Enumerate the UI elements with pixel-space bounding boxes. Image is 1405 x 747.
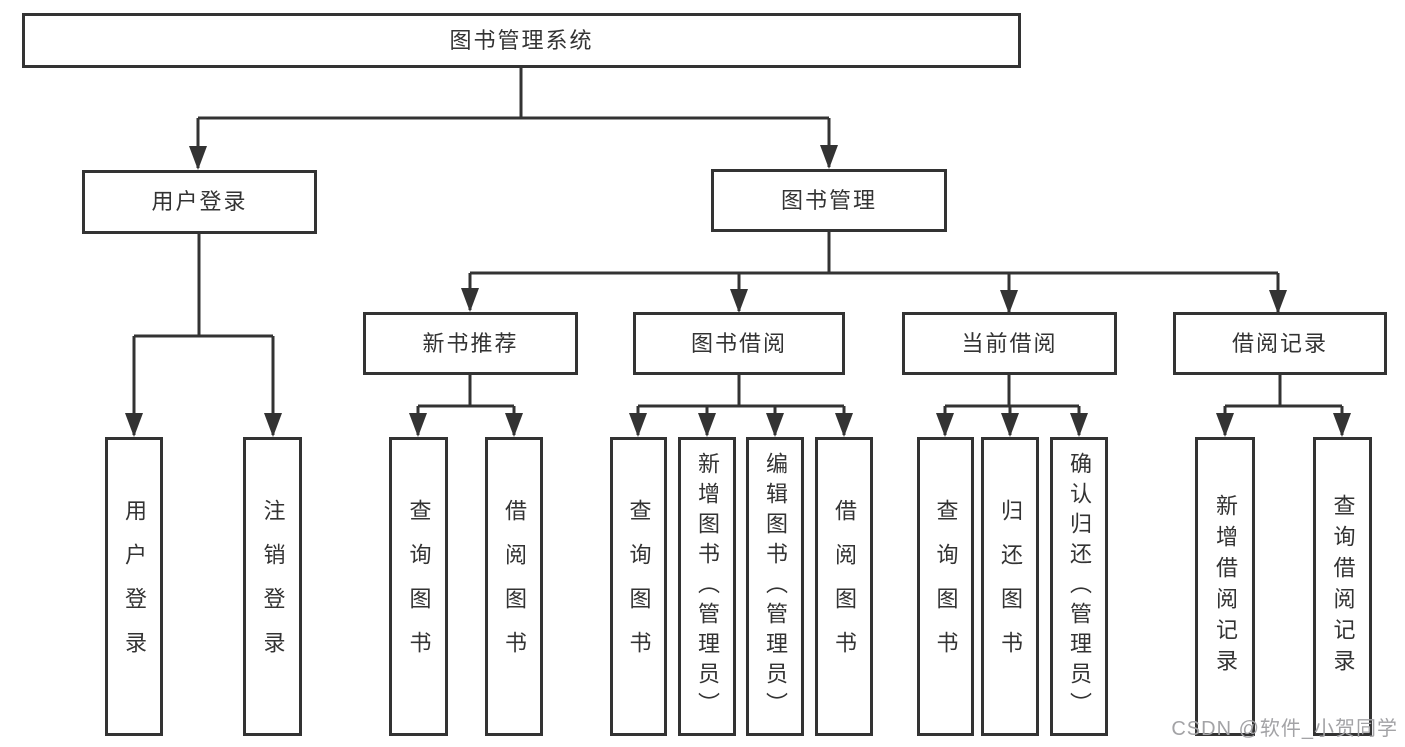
leaf-return-books: 归还图书 [981, 437, 1039, 736]
connector-current-borrow-rail [945, 375, 1079, 408]
leaf-label: 借阅图书 [832, 498, 857, 675]
leaf-label: 查询借阅记录 [1330, 493, 1356, 680]
leaf-add-borrow-record: 新增借阅记录 [1195, 437, 1255, 736]
leaf-borrow-books-borrowing: 借阅图书 [815, 437, 873, 736]
connector-new-book-rail [418, 375, 514, 408]
leaf-logout: 注销登录 [243, 437, 302, 736]
leaf-query-books-current: 查询图书 [917, 437, 974, 736]
leaf-label: 新增借阅记录 [1213, 493, 1238, 680]
leaf-label: 查询图书 [406, 498, 432, 675]
leaf-label: 确认归还（管理员） [1067, 451, 1092, 722]
leaf-borrow-books-recommend: 借阅图书 [485, 437, 543, 736]
leaf-label: 查询图书 [933, 498, 959, 675]
connector-book-borrow-rail [638, 375, 844, 408]
leaf-confirm-return-admin: 确认归还（管理员） [1050, 437, 1108, 736]
leaf-user-login: 用户登录 [105, 437, 163, 736]
connector-user-login-rail [134, 234, 273, 338]
node-borrowing-records: 借阅记录 [1173, 312, 1387, 375]
leaf-label: 查询图书 [626, 498, 652, 675]
leaf-edit-book-admin: 编辑图书（管理员） [746, 437, 804, 736]
leaf-add-book-admin: 新增图书（管理员） [678, 437, 736, 736]
connector-book-management-rail [470, 232, 1278, 275]
node-book-management: 图书管理 [711, 169, 947, 232]
node-library-management-system: 图书管理系统 [22, 13, 1021, 68]
leaf-query-books-borrowing: 查询图书 [610, 437, 667, 736]
node-user-login: 用户登录 [82, 170, 317, 234]
node-book-borrowing: 图书借阅 [633, 312, 845, 375]
leaf-query-books-recommend: 查询图书 [389, 437, 448, 736]
leaf-label: 编辑图书（管理员） [763, 451, 788, 722]
leaf-label: 归还图书 [998, 498, 1023, 675]
csdn-watermark: CSDN @软件_小贺同学 [1171, 718, 1398, 740]
node-new-book-recommendation: 新书推荐 [363, 312, 578, 375]
leaf-query-borrow-record: 查询借阅记录 [1313, 437, 1372, 736]
connector-root-rail [198, 68, 829, 120]
leaf-label: 新增图书（管理员） [695, 451, 720, 722]
leaf-label: 注销登录 [260, 498, 286, 675]
connector-borrow-records-rail [1225, 375, 1342, 408]
node-current-borrowing: 当前借阅 [902, 312, 1117, 375]
leaf-label: 借阅图书 [502, 498, 527, 675]
leaf-label: 用户登录 [122, 498, 147, 675]
